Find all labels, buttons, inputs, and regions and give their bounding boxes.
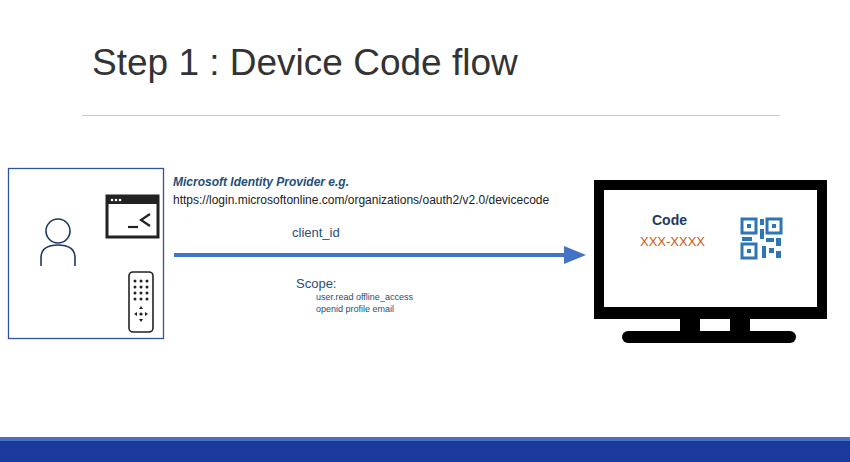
- endpoint-url: https://login.microsoftonline.com/organi…: [173, 194, 549, 208]
- slide-title: Step 1 : Device Code flow: [92, 42, 518, 85]
- scope-value: openid profile email: [316, 304, 394, 314]
- request-arrow: [174, 246, 586, 264]
- terminal-icon: [107, 196, 158, 237]
- code-value: XXX-XXXX: [640, 235, 705, 250]
- footer-band: [0, 441, 850, 462]
- provider-heading: Microsoft Identity Provider e.g.: [173, 176, 349, 190]
- scope-value: user.read offline_access: [316, 292, 413, 302]
- footer-band-light: [0, 437, 850, 441]
- param-label: client_id: [292, 226, 340, 241]
- scope-heading: Scope:: [296, 277, 336, 292]
- code-heading: Code: [652, 212, 687, 228]
- person-icon: [41, 219, 75, 266]
- remote-icon: [129, 272, 153, 332]
- qr-icon: [742, 219, 781, 258]
- user-box: [9, 169, 164, 339]
- tv-screen: CodeXXX-XXXX: [604, 190, 817, 307]
- divider-line: [82, 115, 780, 116]
- tv-icon: [594, 180, 827, 343]
